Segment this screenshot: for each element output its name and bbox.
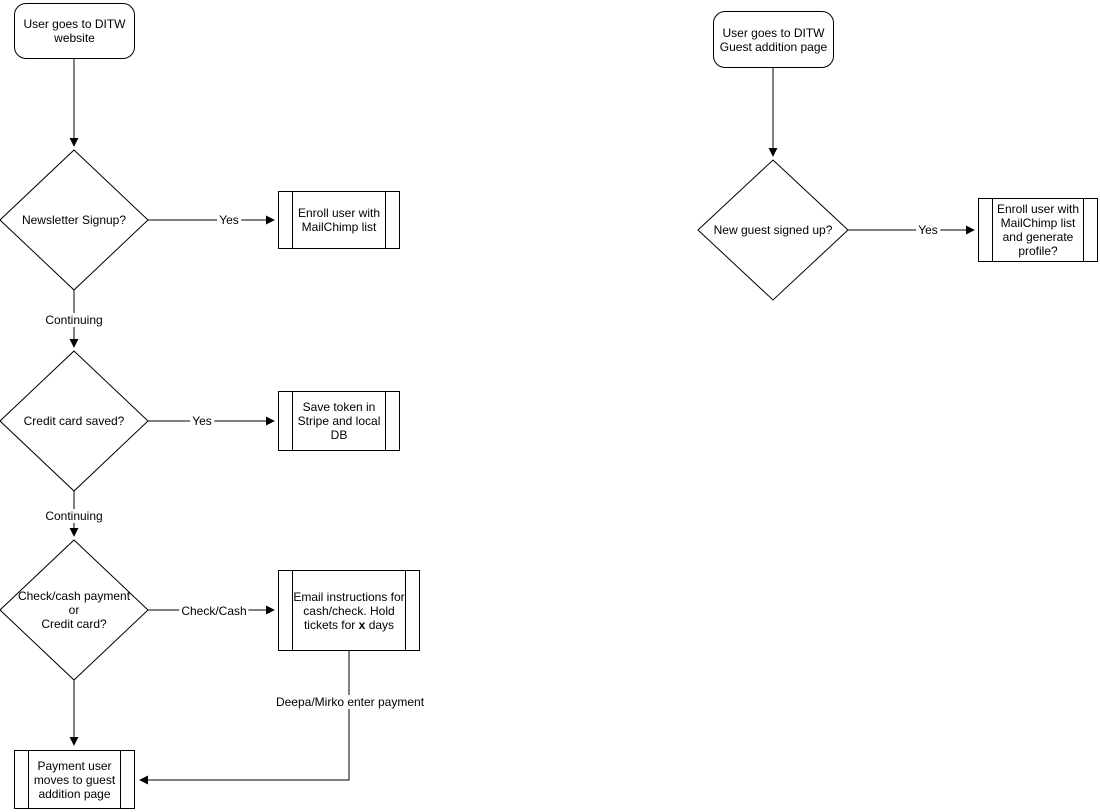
edge-label-deepa-mirko: Deepa/Mirko enter payment	[273, 695, 427, 709]
decision-newguest-label: New guest signed up?	[713, 223, 833, 237]
edge-label-check-cash: Check/Cash	[179, 604, 249, 618]
decision-newsletter-shape	[0, 149, 149, 291]
process-label: Payment user moves to guest addition pag…	[33, 758, 116, 801]
process-enroll-and-generate: Enroll user with MailChimp list and gene…	[978, 198, 1098, 262]
decision-creditcard-shape	[0, 350, 149, 492]
edge-label-yes-2: Yes	[190, 414, 214, 428]
process-payment-user-moves: Payment user moves to guest addition pag…	[14, 750, 135, 809]
process-enroll-mailchimp: Enroll user with MailChimp list	[278, 191, 400, 249]
decision-newguest-shape	[697, 159, 849, 301]
terminal-label: User goes to DITW website	[23, 17, 126, 45]
process-label: Enroll user with MailChimp list	[297, 206, 381, 234]
decision-paymenttype-label: Check/cash payment or Credit card?	[17, 589, 131, 631]
process-email-instructions: Email instructions for cash/check. Hold …	[278, 570, 420, 651]
edge-label-yes-3: Yes	[916, 223, 940, 237]
process-label: Email instructions for cash/check. Hold …	[293, 589, 405, 632]
terminal-user-goes-to-website: User goes to DITW website	[14, 3, 135, 59]
edge-label-yes-1: Yes	[217, 213, 241, 227]
process-label: Enroll user with MailChimp list and gene…	[996, 202, 1080, 258]
terminal-user-goes-to-guest-page: User goes to DITW Guest addition page	[713, 11, 834, 68]
bold-x: x	[358, 617, 366, 632]
decision-newsletter-label: Newsletter Signup?	[21, 213, 127, 227]
terminal-label: User goes to DITW Guest addition page	[719, 25, 828, 54]
decision-creditcard-label: Credit card saved?	[23, 414, 125, 428]
edge-label-continuing-1: Continuing	[43, 313, 105, 327]
edge-email-to-end	[139, 651, 350, 785]
process-save-token: Save token in Stripe and local DB	[278, 391, 400, 451]
edge-label-continuing-2: Continuing	[43, 509, 105, 523]
process-label: Save token in Stripe and local DB	[297, 400, 381, 442]
decision-paymenttype-shape	[0, 539, 149, 681]
